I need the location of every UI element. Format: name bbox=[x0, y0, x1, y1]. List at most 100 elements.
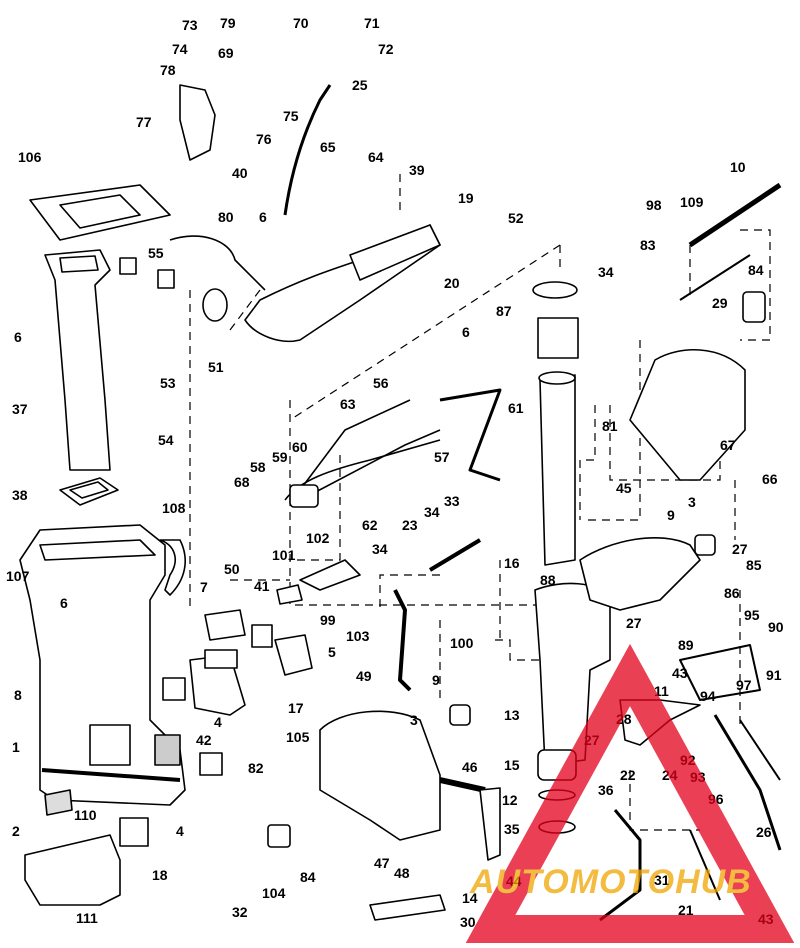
callout-68: 68 bbox=[234, 474, 250, 490]
callout-95: 95 bbox=[744, 607, 760, 623]
callout-70: 70 bbox=[293, 15, 309, 31]
callout-61: 61 bbox=[508, 400, 524, 416]
callout-33: 33 bbox=[444, 493, 460, 509]
callout-58: 58 bbox=[250, 459, 266, 475]
callout-77: 77 bbox=[136, 114, 152, 130]
callout-19: 19 bbox=[458, 190, 474, 206]
callout-10: 10 bbox=[730, 159, 746, 175]
callout-56: 56 bbox=[373, 375, 389, 391]
callout-100: 100 bbox=[450, 635, 474, 651]
callout-34: 34 bbox=[598, 264, 614, 280]
callout-71: 71 bbox=[364, 15, 380, 31]
callout-90: 90 bbox=[768, 619, 784, 635]
callout-75: 75 bbox=[283, 108, 299, 124]
callout-50: 50 bbox=[224, 561, 240, 577]
callout-84: 84 bbox=[300, 869, 316, 885]
callout-54: 54 bbox=[158, 432, 174, 448]
callout-72: 72 bbox=[378, 41, 394, 57]
callout-17: 17 bbox=[288, 700, 304, 716]
callout-86: 86 bbox=[724, 585, 740, 601]
callout-2: 2 bbox=[12, 823, 20, 839]
callout-94: 94 bbox=[700, 688, 716, 704]
callout-6: 6 bbox=[462, 324, 470, 340]
callout-23: 23 bbox=[402, 517, 418, 533]
callout-21: 21 bbox=[678, 902, 694, 918]
callout-64: 64 bbox=[368, 149, 384, 165]
callout-49: 49 bbox=[356, 668, 372, 684]
callout-65: 65 bbox=[320, 139, 336, 155]
callout-109: 109 bbox=[680, 194, 704, 210]
callout-98: 98 bbox=[646, 197, 662, 213]
callout-14: 14 bbox=[462, 890, 478, 906]
callout-81: 81 bbox=[602, 418, 618, 434]
callout-38: 38 bbox=[12, 487, 28, 503]
callout-84: 84 bbox=[748, 262, 764, 278]
callout-73: 73 bbox=[182, 17, 198, 33]
callout-74: 74 bbox=[172, 41, 188, 57]
callout-85: 85 bbox=[746, 557, 762, 573]
callout-97: 97 bbox=[736, 677, 752, 693]
callout-29: 29 bbox=[712, 295, 728, 311]
watermark: AUTOMOTOHUB bbox=[464, 643, 796, 945]
watermark-text: AUTOMOTOHUB bbox=[469, 863, 752, 901]
callout-4: 4 bbox=[176, 823, 184, 839]
callout-89: 89 bbox=[678, 637, 694, 653]
callout-67: 67 bbox=[720, 437, 736, 453]
callout-105: 105 bbox=[286, 729, 310, 745]
callout-88: 88 bbox=[540, 572, 556, 588]
callout-35: 35 bbox=[504, 821, 520, 837]
callout-16: 16 bbox=[504, 555, 520, 571]
callout-18: 18 bbox=[152, 867, 168, 883]
callout-107: 107 bbox=[6, 568, 30, 584]
callout-8: 8 bbox=[14, 687, 22, 703]
callout-60: 60 bbox=[292, 439, 308, 455]
callout-31: 31 bbox=[654, 872, 670, 888]
callout-1: 1 bbox=[12, 739, 20, 755]
callout-7: 7 bbox=[200, 579, 208, 595]
callout-69: 69 bbox=[218, 45, 234, 61]
callout-66: 66 bbox=[762, 471, 778, 487]
callout-22: 22 bbox=[620, 767, 636, 783]
callout-6: 6 bbox=[259, 209, 267, 225]
callout-15: 15 bbox=[504, 757, 520, 773]
callout-78: 78 bbox=[160, 62, 176, 78]
callout-99: 99 bbox=[320, 612, 336, 628]
callout-108: 108 bbox=[162, 500, 186, 516]
callout-3: 3 bbox=[410, 712, 418, 728]
callout-25: 25 bbox=[352, 77, 368, 93]
callout-62: 62 bbox=[362, 517, 378, 533]
callout-26: 26 bbox=[756, 824, 772, 840]
callout-55: 55 bbox=[148, 245, 164, 261]
callout-4: 4 bbox=[214, 714, 222, 730]
callout-30: 30 bbox=[460, 914, 476, 930]
callout-87: 87 bbox=[496, 303, 512, 319]
callout-12: 12 bbox=[502, 792, 518, 808]
callout-82: 82 bbox=[248, 760, 264, 776]
callout-41: 41 bbox=[254, 578, 270, 594]
callout-32: 32 bbox=[232, 904, 248, 920]
callout-110: 110 bbox=[74, 807, 97, 823]
callout-3: 3 bbox=[688, 494, 696, 510]
callout-34: 34 bbox=[424, 504, 440, 520]
callout-40: 40 bbox=[232, 165, 248, 181]
callout-13: 13 bbox=[504, 707, 520, 723]
callout-34: 34 bbox=[372, 541, 388, 557]
callout-57: 57 bbox=[434, 449, 450, 465]
callout-6: 6 bbox=[14, 329, 22, 345]
callout-9: 9 bbox=[432, 672, 440, 688]
callout-48: 48 bbox=[394, 865, 410, 881]
callout-102: 102 bbox=[306, 530, 330, 546]
callout-79: 79 bbox=[220, 15, 236, 31]
callout-27: 27 bbox=[732, 541, 748, 557]
callout-5: 5 bbox=[328, 644, 336, 660]
callout-36: 36 bbox=[598, 782, 614, 798]
callout-43: 43 bbox=[672, 665, 688, 681]
callout-labels: 1233445666678991011121314151617181920212… bbox=[6, 15, 784, 930]
callout-37: 37 bbox=[12, 401, 28, 417]
callout-47: 47 bbox=[374, 855, 390, 871]
callout-106: 106 bbox=[18, 149, 42, 165]
callout-9: 9 bbox=[667, 507, 675, 523]
callout-39: 39 bbox=[409, 162, 425, 178]
